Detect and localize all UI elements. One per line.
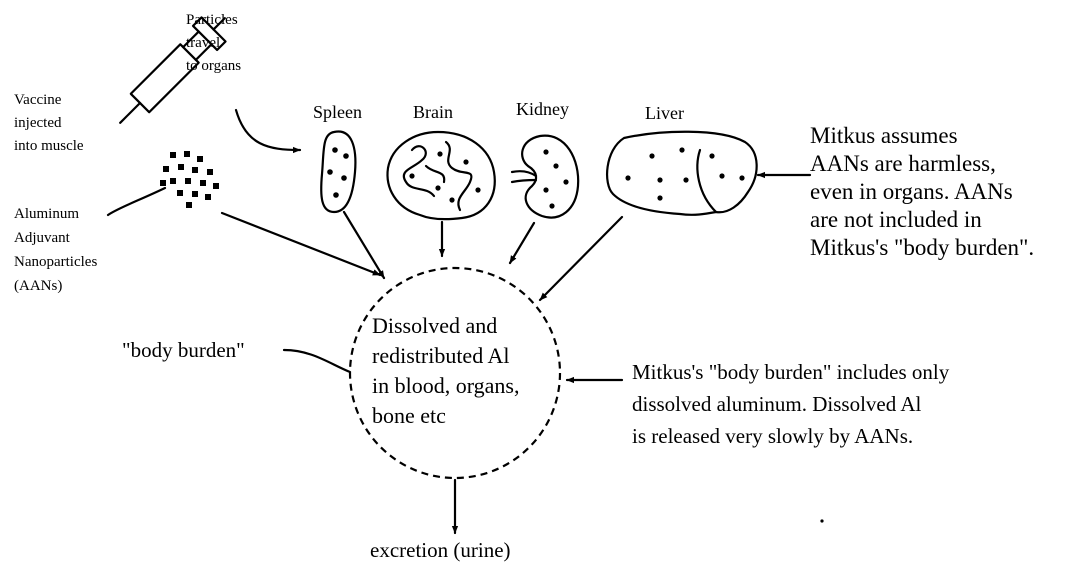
stray-dot xyxy=(820,519,823,522)
organ-label-brain: Brain xyxy=(413,102,453,122)
travel-arrow xyxy=(236,110,300,150)
organ-label-liver: Liver xyxy=(645,103,684,123)
syringe-label: Vaccine injected into muscle xyxy=(14,92,84,154)
arrow-kidney-to-circle xyxy=(510,223,534,263)
arrow-liver-to-circle xyxy=(540,217,622,300)
aan-label: Aluminum Adjuvant Nanoparticles (AANs) xyxy=(14,206,101,294)
right-note-2: Mitkus's "body burden" includes only dis… xyxy=(632,360,955,448)
particle-cluster xyxy=(160,151,219,208)
body-burden-connector xyxy=(284,350,350,372)
right-note-1: Mitkus assumes AANs are harmless, even i… xyxy=(810,123,1034,260)
organ-label-kidney: Kidney xyxy=(516,99,569,119)
brain-icon xyxy=(388,132,495,219)
arrow-particles-to-circle xyxy=(222,213,380,275)
kidney-icon xyxy=(512,136,578,218)
particles-travel-label: Particles travel to organs xyxy=(186,12,241,74)
body-burden-tag: "body burden" xyxy=(122,338,245,362)
spleen-icon xyxy=(321,131,355,212)
excretion-label: excretion (urine) xyxy=(370,538,511,562)
aan-connector xyxy=(108,188,165,215)
circle-text: Dissolved and redistributed Al in blood,… xyxy=(372,313,525,428)
liver-icon xyxy=(607,132,757,215)
organ-label-spleen: Spleen xyxy=(313,102,362,122)
